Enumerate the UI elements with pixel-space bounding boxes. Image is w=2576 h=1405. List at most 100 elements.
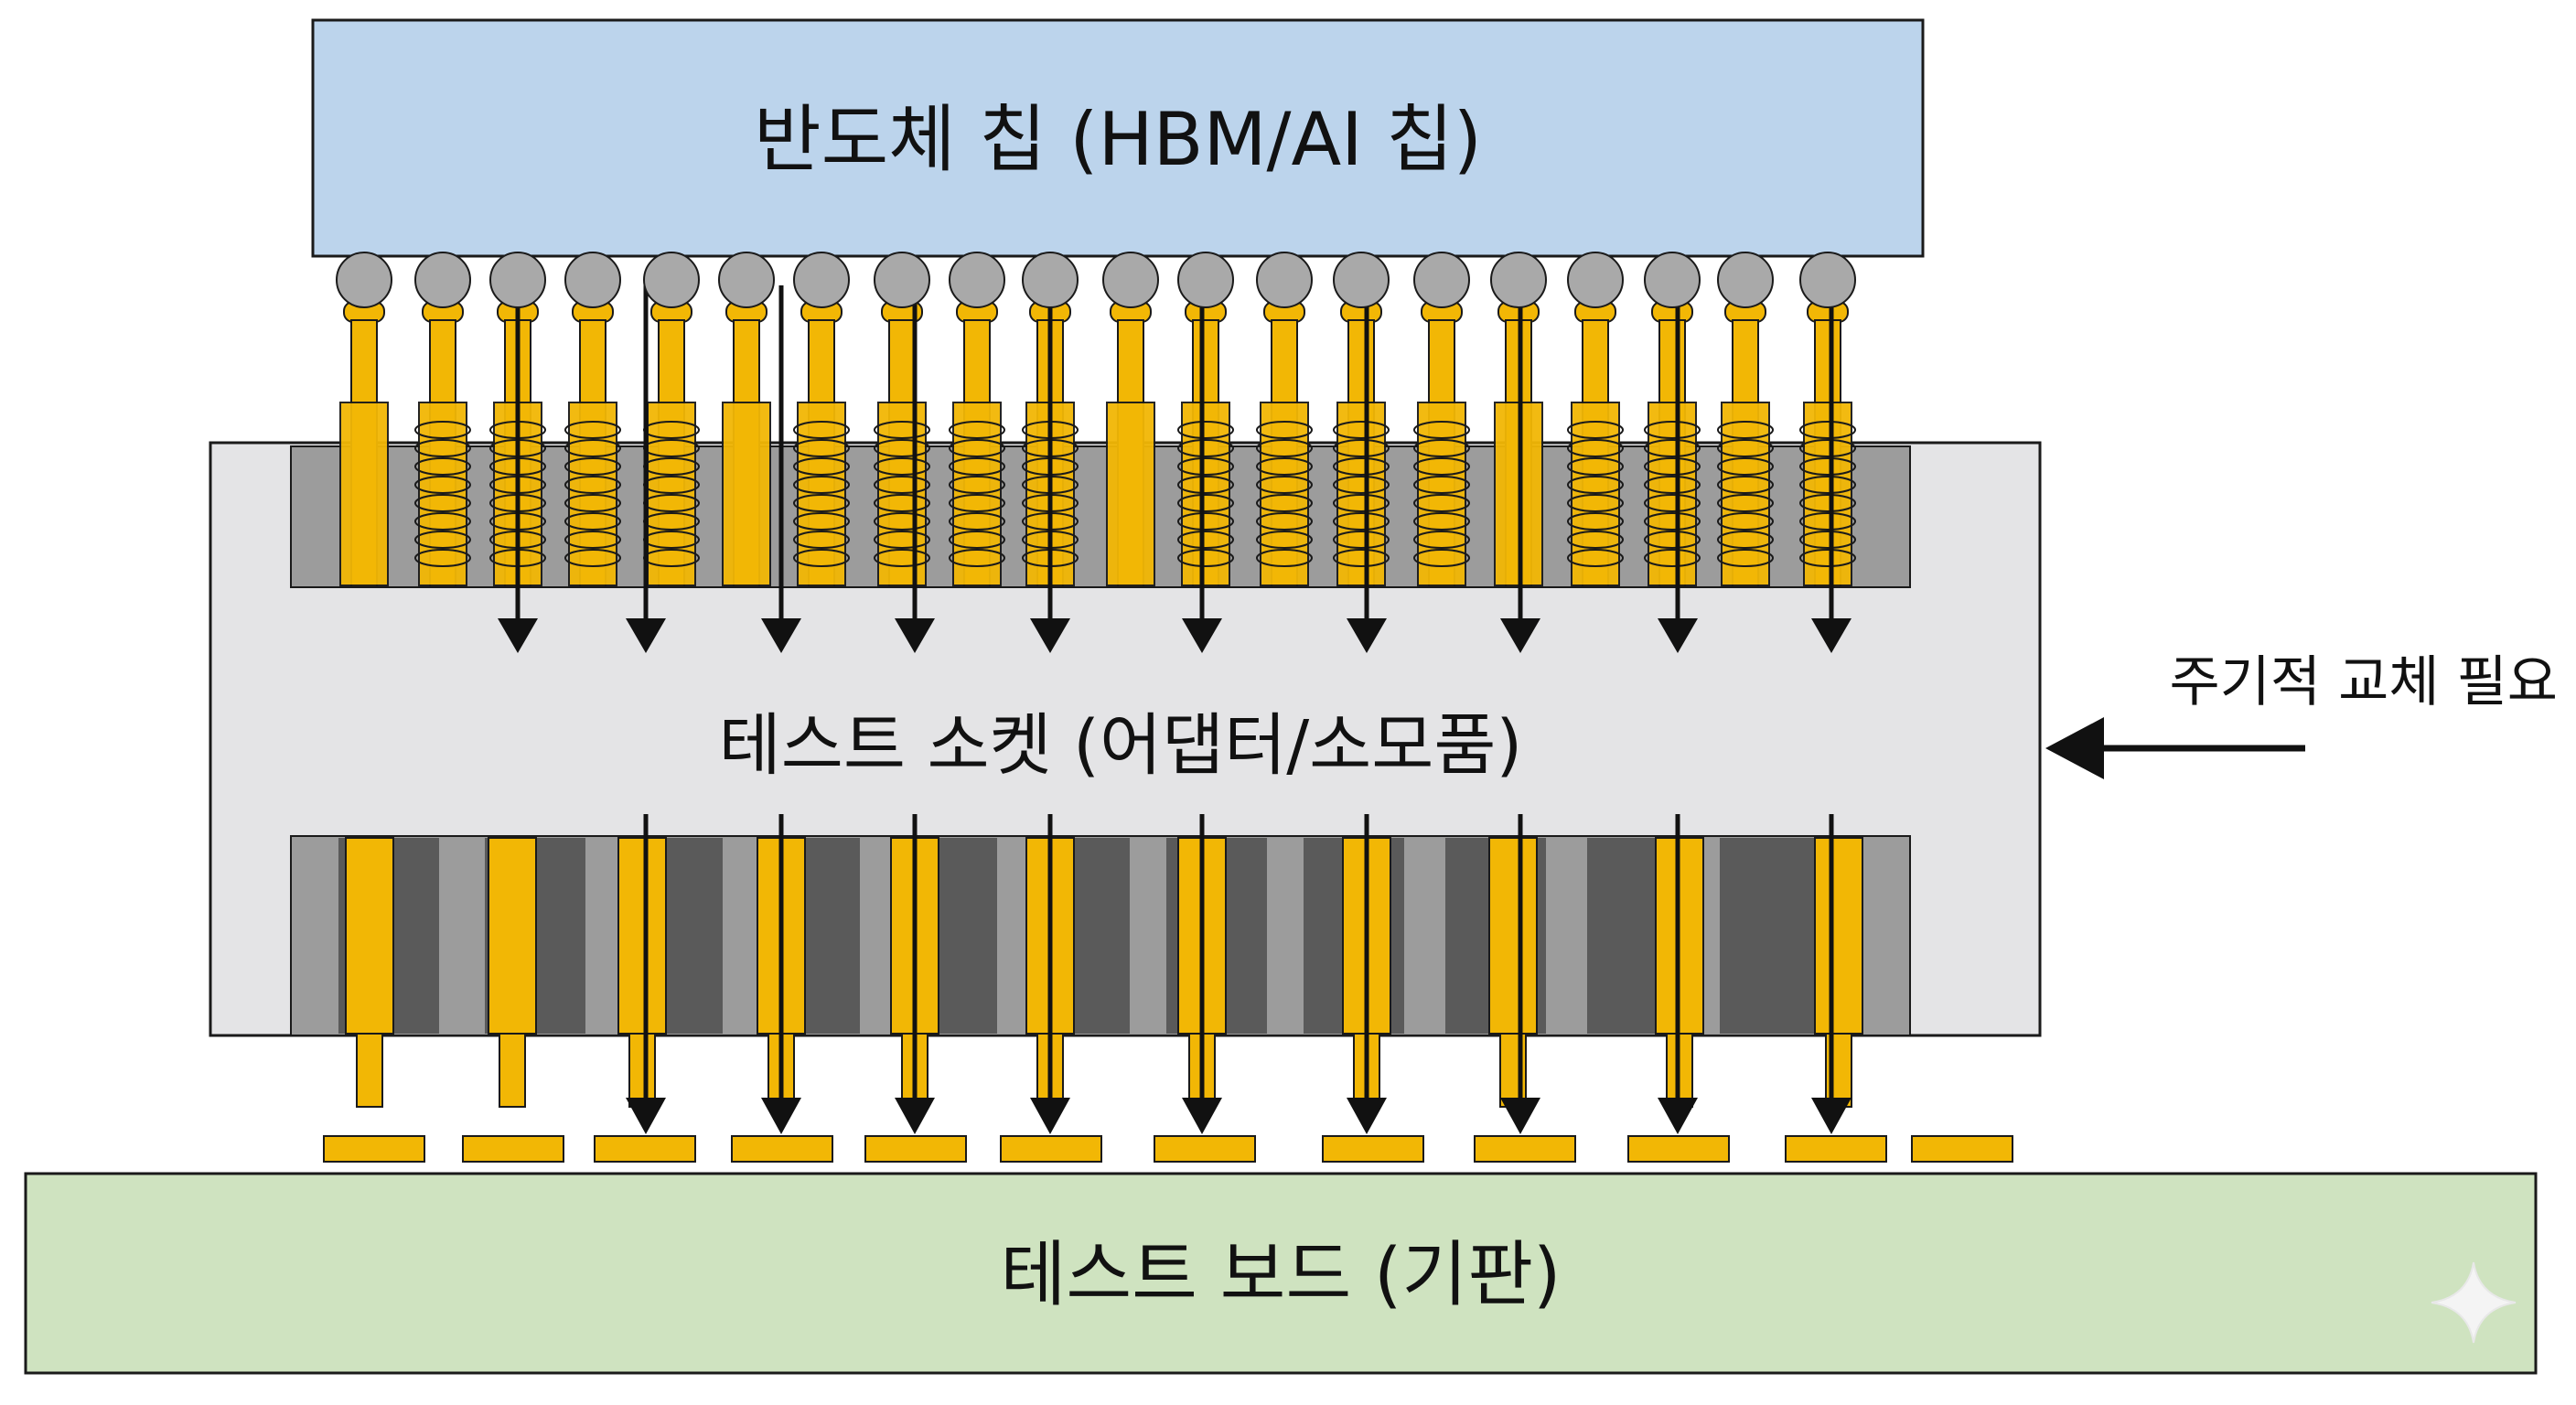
spring-coil <box>1717 512 1774 531</box>
test-socket-label: 테스트 소켓 (어댑터/소모품) <box>719 706 1523 785</box>
spring-coil <box>1567 512 1624 531</box>
spring-coil <box>414 531 471 549</box>
spring-coil <box>949 549 1005 567</box>
spring-coil <box>414 549 471 567</box>
pin-barrel <box>1571 402 1620 586</box>
force-arrow-head <box>895 618 935 653</box>
solder-ball <box>793 252 850 308</box>
semiconductor-chip-label: 반도체 칩 (HBM/AI 칩) <box>754 97 1482 182</box>
spring-coil <box>1256 439 1313 457</box>
sparkle-icon <box>2431 1261 2517 1344</box>
solder-ball <box>1567 252 1624 308</box>
solder-ball <box>1102 252 1159 308</box>
force-arrow-head <box>761 1098 801 1134</box>
spring-coil <box>1413 494 1470 512</box>
spring-coil <box>949 439 1005 457</box>
pin-barrel <box>797 402 846 586</box>
spring-coil <box>1333 476 1390 494</box>
spring-coil <box>564 512 621 531</box>
spring-coil <box>1644 549 1701 567</box>
spring-coil <box>414 439 471 457</box>
spring-coil <box>1644 457 1701 476</box>
spring-coil <box>1799 494 1856 512</box>
spring-coil <box>1256 494 1313 512</box>
spring-coil <box>1567 494 1624 512</box>
spring-coil <box>414 421 471 439</box>
board-contact-pad <box>323 1135 425 1163</box>
solder-ball <box>643 252 700 308</box>
solder-ball <box>1644 252 1701 308</box>
lower-pin-tip <box>356 1033 383 1108</box>
spring-coil <box>1413 531 1470 549</box>
spring-coil <box>1567 476 1624 494</box>
force-arrow-head <box>626 618 666 653</box>
spring-coil <box>1799 531 1856 549</box>
force-arrow-head <box>1030 1098 1070 1134</box>
spring-coil <box>1177 421 1234 439</box>
force-arrow-head <box>1811 1098 1852 1134</box>
spring-coil <box>1256 512 1313 531</box>
force-arrow-head <box>1030 618 1070 653</box>
board-contact-pad <box>462 1135 564 1163</box>
spring-coil <box>1799 476 1856 494</box>
lower-pin-barrel <box>1814 837 1863 1035</box>
lower-cavity-pocket <box>1720 838 1820 1034</box>
solder-ball <box>336 252 392 308</box>
spring-coil <box>793 476 850 494</box>
spring-coil <box>1413 512 1470 531</box>
spring-coil <box>1567 421 1624 439</box>
solder-balls <box>336 252 1856 308</box>
lower-pin-barrel <box>1488 837 1538 1035</box>
contact-force-arrows <box>498 285 1852 1134</box>
lower-pin-barrel <box>345 837 394 1035</box>
board-contact-pads <box>323 1135 2013 1163</box>
spring-coil <box>874 512 930 531</box>
spring-coil <box>1799 421 1856 439</box>
spring-coil <box>874 549 930 567</box>
solder-ball <box>874 252 930 308</box>
spring-coil <box>414 494 471 512</box>
spring-coil <box>1177 476 1234 494</box>
solder-ball <box>1717 252 1774 308</box>
spring-coil <box>564 494 621 512</box>
spring-coil <box>1333 531 1390 549</box>
lower-pin-tip <box>499 1033 526 1108</box>
replacement-note-label: 주기적 교체 필요 <box>2169 650 2558 714</box>
semiconductor-chip <box>311 18 1925 258</box>
spring-coil <box>793 494 850 512</box>
force-arrow-head <box>895 1098 935 1134</box>
solder-ball <box>564 252 621 308</box>
spring-coil <box>949 457 1005 476</box>
spring-coil <box>1177 439 1234 457</box>
spring-coil <box>1333 549 1390 567</box>
force-arrow-head <box>1500 618 1540 653</box>
spring-coil <box>1177 512 1234 531</box>
force-arrow-head <box>761 618 801 653</box>
lower-pin-barrel <box>488 837 537 1035</box>
spring-coil <box>1567 439 1624 457</box>
pin-barrel <box>1106 402 1155 586</box>
solder-ball <box>1799 252 1856 308</box>
spring-coil <box>1333 512 1390 531</box>
spring-coil <box>1717 494 1774 512</box>
spring-coil <box>874 457 930 476</box>
spring-coil <box>564 549 621 567</box>
board-contact-pad <box>1911 1135 2013 1163</box>
spring-coil <box>949 494 1005 512</box>
spring-coil <box>1413 476 1470 494</box>
board-contact-pad <box>1474 1135 1576 1163</box>
spring-coil <box>949 421 1005 439</box>
solder-ball <box>1022 252 1079 308</box>
board-contact-pad <box>1000 1135 1102 1163</box>
spring-coil <box>793 531 850 549</box>
spring-coil <box>1177 549 1234 567</box>
spring-coil <box>564 476 621 494</box>
upper-pogo-pins <box>339 301 1856 588</box>
spring-coil <box>1413 439 1470 457</box>
board-contact-pad <box>1785 1135 1887 1163</box>
solder-ball <box>1177 252 1234 308</box>
upper-cavity-frame <box>290 445 1911 588</box>
spring-coil <box>564 531 621 549</box>
spring-coil <box>1256 421 1313 439</box>
board-contact-pad <box>864 1135 967 1163</box>
